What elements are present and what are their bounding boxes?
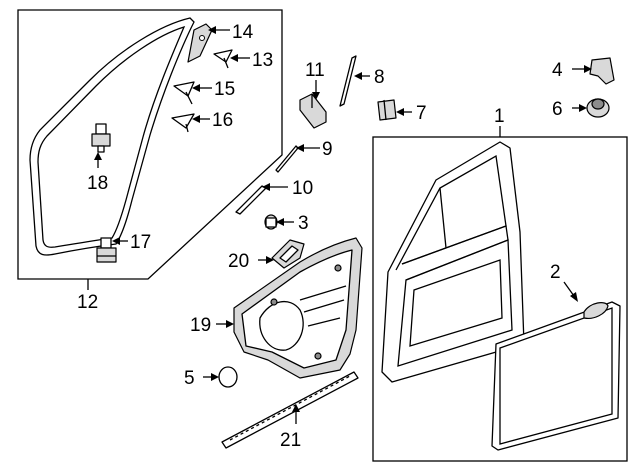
strip-9-icon: [275, 145, 299, 173]
callout-19: 19: [190, 315, 211, 336]
door-molding-21-icon: [221, 371, 359, 449]
callout-7: 7: [416, 103, 427, 124]
callout-4: 4: [552, 60, 563, 81]
door-handle-icon: [583, 302, 609, 319]
callout-10: 10: [292, 178, 313, 199]
callout-1: 1: [494, 106, 505, 127]
callout-5: 5: [184, 368, 195, 389]
callout-12: 12: [77, 292, 98, 313]
callout-15: 15: [214, 79, 235, 100]
wedge-trim-icon: [187, 23, 213, 63]
callout-16: 16: [212, 110, 233, 131]
fastener-18-icon: [91, 123, 111, 153]
weatherstrip-inner-line: [37, 25, 186, 248]
clip-16-icon: [171, 113, 195, 133]
clip-15-icon: [173, 81, 195, 105]
callout-17: 17: [130, 232, 151, 253]
weatherstrip-group-12: [17, 9, 283, 280]
callout-21: 21: [280, 430, 301, 451]
callout-3: 3: [298, 213, 309, 234]
callout-8: 8: [374, 67, 385, 88]
weatherstrip-seal-icon: [29, 17, 195, 256]
door-trim-panel-19-icon: [233, 237, 363, 379]
bracket-4-icon: [589, 57, 615, 85]
inset-box-outline: [17, 9, 283, 280]
plug-5-icon: [218, 366, 238, 388]
callout-13: 13: [252, 50, 273, 71]
grommet-20-icon: [271, 239, 305, 269]
block-7-icon: [377, 99, 397, 121]
callout-18: 18: [87, 173, 108, 194]
molding-strip-8-icon: [339, 55, 357, 107]
callout-11: 11: [305, 60, 325, 81]
clip-13-icon: [213, 49, 233, 69]
fastener-17-icon: [96, 237, 117, 263]
cap-3-icon: [264, 214, 278, 230]
callout-14: 14: [232, 22, 254, 43]
callout-20: 20: [228, 251, 249, 272]
callout-9: 9: [322, 139, 333, 160]
callout-2: 2: [550, 262, 561, 283]
strip-10-icon: [235, 185, 267, 215]
callout-6: 6: [552, 99, 563, 120]
bumper-6-icon: [586, 98, 610, 118]
bracket-11-icon: [299, 93, 327, 129]
door-group-1: [372, 136, 628, 462]
